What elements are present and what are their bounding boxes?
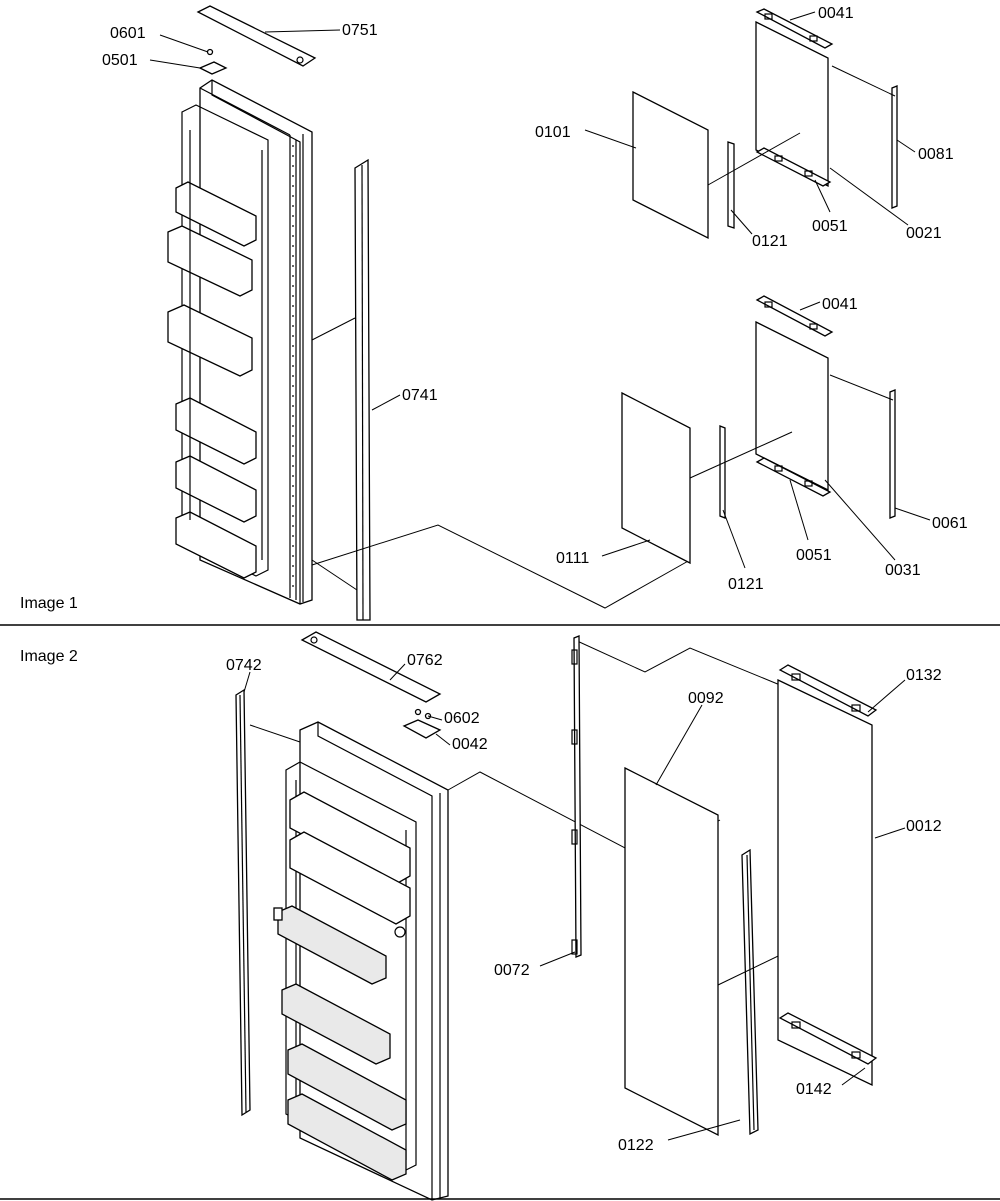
panel-0101 — [632, 90, 709, 240]
panel-0092 — [624, 766, 719, 1137]
hinge-bracket-0042 — [402, 719, 442, 739]
callout-label: 0122 — [618, 1137, 654, 1154]
panel-0031 — [755, 320, 829, 492]
callout-label: 0762 — [407, 652, 443, 669]
callout-label: 0051 — [812, 218, 848, 235]
callout-label: 0041 — [822, 296, 858, 313]
strip-0081 — [891, 85, 898, 209]
callout-label: 0742 — [226, 657, 262, 674]
callout-label: 0751 — [342, 22, 378, 39]
panel-0111 — [621, 391, 691, 565]
strip-0072 — [571, 635, 582, 958]
strip-0061 — [889, 389, 896, 519]
callout-label: 0072 — [494, 962, 530, 979]
callout-label: 0042 — [452, 736, 488, 753]
callout-label: 0741 — [402, 387, 438, 404]
door-top-trim-0762 — [300, 631, 442, 703]
callout-label: 0142 — [796, 1081, 832, 1098]
image-2-title: Image 2 — [20, 648, 78, 665]
image-1-title: Image 1 — [20, 595, 78, 612]
clip-0132 — [778, 664, 878, 717]
callout-label: 0092 — [688, 690, 724, 707]
door-assembly-image-2 — [273, 721, 449, 1201]
callout-label: 0012 — [906, 818, 942, 835]
clip-0142 — [778, 1012, 878, 1065]
panel-image-1: Image 1 0601 0501 0751 0741 0041 0101 00… — [20, 5, 968, 621]
channel-0122 — [741, 848, 759, 1136]
callout-label: 0041 — [818, 5, 854, 22]
gasket-strip-0742 — [235, 688, 251, 1117]
door-assembly-image-1 — [167, 79, 313, 605]
callout-label: 0051 — [796, 547, 832, 564]
callout-label: 0031 — [885, 562, 921, 579]
callout-label: 0501 — [102, 52, 138, 69]
channel-0121-upper — [727, 141, 735, 229]
door-top-trim-0751 — [196, 5, 317, 67]
channel-0121-lower — [719, 425, 726, 519]
callout-label: 0121 — [728, 576, 764, 593]
hinge-bracket-0501 — [198, 61, 228, 75]
screw-0602 — [414, 708, 432, 720]
callout-label: 0132 — [906, 667, 942, 684]
callout-label: 0061 — [932, 515, 968, 532]
callout-label: 0111 — [556, 550, 589, 567]
clip-0051-upper — [755, 147, 832, 187]
clip-0051-lower — [755, 457, 832, 497]
callout-label: 0121 — [752, 233, 788, 250]
panel-0021 — [755, 20, 829, 188]
callout-label: 0081 — [918, 146, 954, 163]
clip-0041-lower — [755, 295, 834, 337]
callout-label: 0101 — [535, 124, 571, 141]
callout-label: 0021 — [906, 225, 942, 242]
callout-label: 0601 — [110, 25, 146, 42]
callout-label: 0602 — [444, 710, 480, 727]
panel-image-2: Image 2 0742 0762 0602 0042 0092 0132 00… — [20, 631, 942, 1201]
screw-0601 — [206, 48, 214, 56]
panel-0012 — [777, 678, 873, 1087]
clip-0041-upper — [755, 8, 834, 49]
gasket-strip-0741 — [354, 158, 371, 621]
